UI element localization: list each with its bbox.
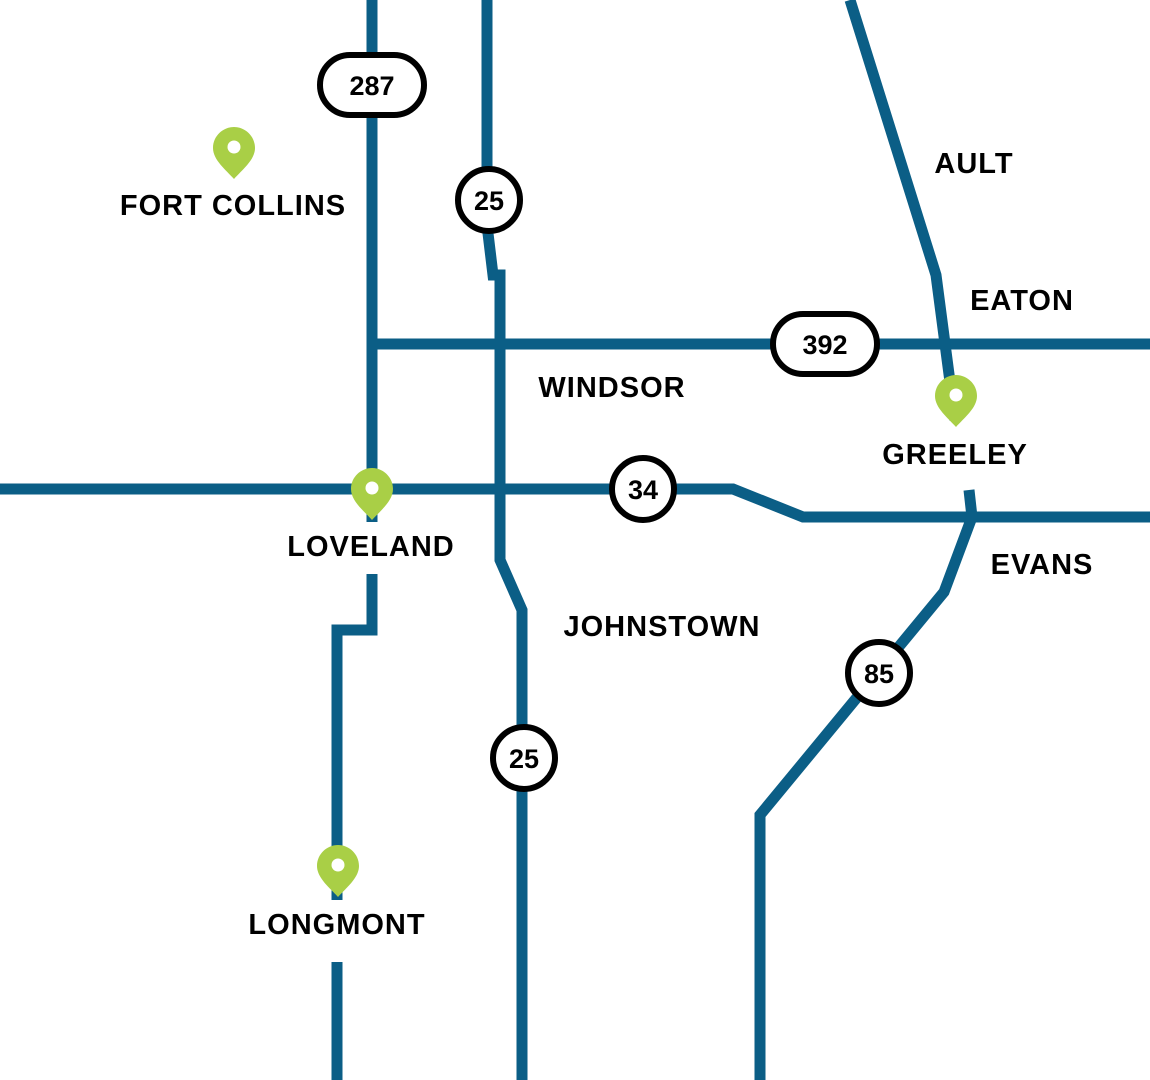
map-pin-icon [935, 375, 977, 427]
shield-i25-south: 25 [490, 724, 558, 792]
shield-us287: 287 [317, 52, 427, 118]
map-pin-icon [317, 845, 359, 897]
town-label-longmont: LONGMONT [248, 909, 425, 941]
town-label-windsor: WINDSOR [538, 372, 685, 404]
town-label-greeley: GREELEY [882, 439, 1028, 471]
town-label-johnstown: JOHNSTOWN [564, 611, 761, 643]
road-us34 [0, 483, 1150, 523]
shield-i25-north-label: 25 [474, 186, 504, 216]
shield-us85-label: 85 [864, 659, 894, 689]
shield-us34: 34 [609, 455, 677, 523]
town-label-fort-collins: FORT COLLINS [120, 190, 346, 222]
shield-us287-label: 287 [349, 71, 394, 101]
longmont-label-mask [240, 900, 435, 962]
shield-us34-label: 34 [628, 475, 658, 505]
shield-hwy392-label: 392 [802, 330, 847, 360]
map-pin-icon [351, 468, 393, 520]
shield-hwy392: 392 [770, 311, 880, 377]
road-us85-south [754, 489, 978, 1080]
loveland-label-mask [285, 522, 460, 574]
town-label-eaton: EATON [970, 285, 1074, 317]
shield-i25-north: 25 [455, 166, 523, 234]
shield-i25-south-label: 25 [509, 744, 539, 774]
town-label-loveland: LOVELAND [287, 531, 455, 563]
road-us85-north [844, 0, 961, 421]
map-pin-icon [213, 127, 255, 179]
shield-us85: 85 [845, 639, 913, 707]
town-label-evans: EVANS [991, 549, 1094, 581]
town-label-ault: AULT [934, 148, 1013, 180]
road-i25 [481, 0, 528, 1080]
